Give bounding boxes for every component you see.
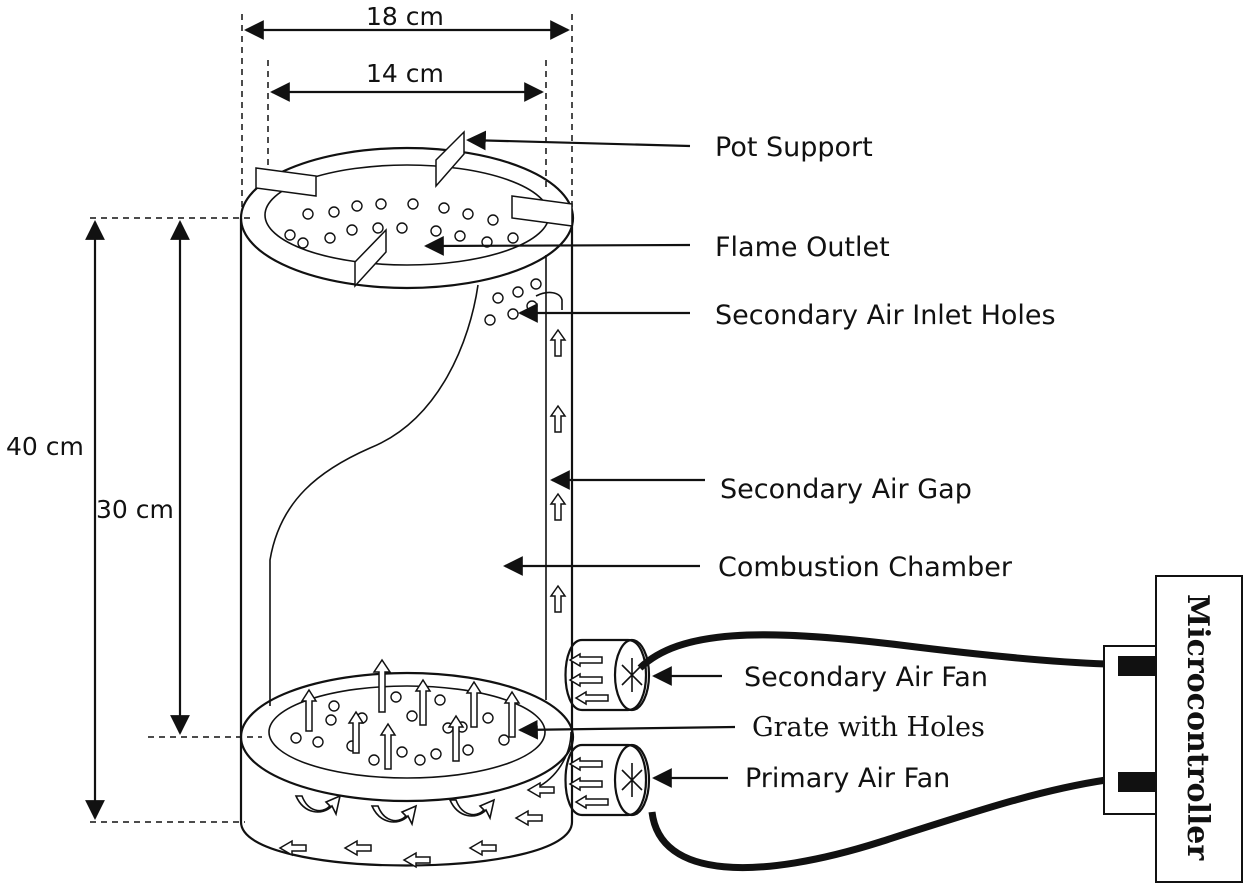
base-flow-arrows [278,781,555,869]
pot-support-label: Pot Support [715,132,873,163]
secondary-air-inlet-holes [484,278,563,326]
flame-outlet-label: Flame Outlet [715,232,890,263]
microcontroller: Microcontroller [1103,575,1243,883]
pot-supports [255,130,573,288]
secondary-air-gap-label: Secondary Air Gap [720,474,972,505]
secondary-air-fan-label: Secondary Air Fan [744,662,988,693]
total-height-label: 40 cm [6,432,84,461]
microcontroller-label: Microcontroller [1180,594,1215,861]
chamber-height-label: 30 cm [96,495,174,524]
combustion-chamber-label: Combustion Chamber [718,552,1013,583]
grate-plate [268,685,546,779]
grate-ring [239,671,575,803]
stove-body [239,146,575,867]
primary-air-up-arrows [300,658,521,770]
flame-outlet-holes [284,198,519,249]
secondary-air-inlet-holes-label: Secondary Air Inlet Holes [715,300,1056,331]
grate-with-holes-label: Grate with Holes [752,712,985,743]
leader-arrows [424,130,736,788]
secondary-air-fan [564,638,651,712]
cables [637,631,1107,872]
dimension-lines [85,14,573,823]
top-rim [239,146,575,290]
primary-air-fan-label: Primary Air Fan [745,763,950,794]
inner-diameter-label: 14 cm [366,59,444,88]
primary-air-fan [564,743,651,817]
air-gap-arrows [549,328,567,613]
microcontroller-box [1155,575,1243,883]
outer-diameter-label: 18 cm [366,2,444,31]
